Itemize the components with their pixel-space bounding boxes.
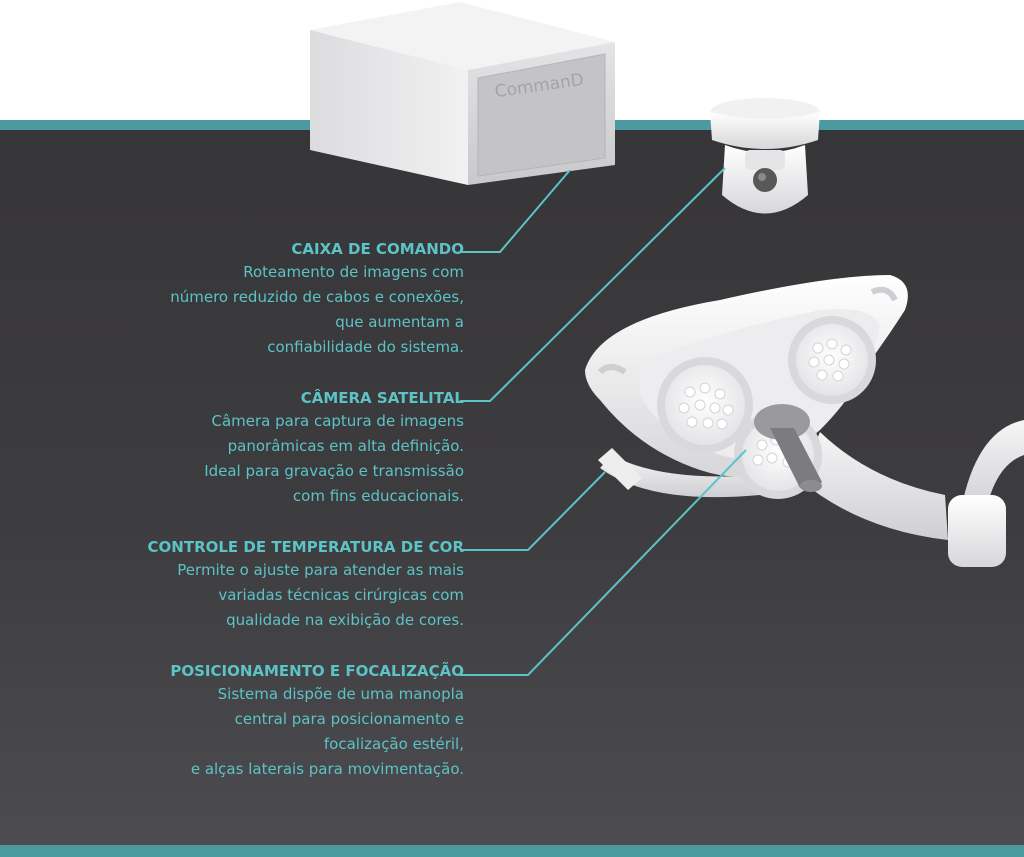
camera-mount-body [710, 112, 820, 149]
callout-description: Câmera para captura de imagens panorâmic… [204, 412, 464, 505]
leader-line-command-box [460, 169, 571, 253]
callout-color-temperature: CONTROLE DE TEMPERATURA DE COR Permite o… [148, 536, 464, 633]
central-handle-base [754, 404, 810, 440]
frame-handle-left [597, 364, 627, 375]
command-box-top [310, 2, 615, 70]
callout-positioning: POSICIONAMENTO E FOCALIZAÇÃO Sistema dis… [170, 660, 464, 782]
command-box: CommanD [310, 2, 615, 185]
satellite-camera [710, 98, 820, 214]
support-arm [800, 432, 948, 540]
leader-line-focus-handle [460, 449, 747, 676]
surgical-light [585, 275, 1024, 567]
callout-description: Permite o ajuste para atender as mais va… [177, 561, 464, 629]
bottom-stripe [0, 845, 1024, 857]
camera-yoke [745, 150, 785, 170]
arm-joint [948, 495, 1006, 567]
callout-command-box: CAIXA DE COMANDO Roteamento de imagens c… [170, 238, 464, 360]
led-module-left [657, 357, 753, 453]
leader-line-color-control [460, 471, 606, 551]
callout-satellite-camera: CÂMERA SATELITAL Câmera para captura de … [204, 387, 464, 509]
leader-line-camera [460, 167, 726, 402]
side-handle-arm [600, 455, 760, 498]
frame-handle-right [870, 286, 898, 302]
led-module-right [788, 316, 876, 404]
support-arm-upper [960, 420, 1024, 515]
leader-lines [460, 167, 747, 676]
central-handle-tip [800, 480, 822, 492]
callout-description: Sistema dispõe de uma manopla central pa… [190, 685, 464, 778]
command-box-window [477, 53, 606, 177]
central-handle-icon [770, 428, 822, 490]
callout-description: Roteamento de imagens com número reduzid… [170, 263, 464, 356]
callout-title: POSICIONAMENTO E FOCALIZAÇÃO [170, 662, 464, 680]
camera-lens-icon [753, 168, 777, 192]
callout-title: CAIXA DE COMANDO [291, 240, 464, 258]
command-box-left-face [310, 30, 468, 185]
callout-title: CONTROLE DE TEMPERATURA DE COR [147, 538, 464, 556]
callout-title: CÂMERA SATELITAL [300, 389, 464, 407]
side-handle [598, 448, 642, 490]
camera-lens-highlight [758, 173, 766, 181]
